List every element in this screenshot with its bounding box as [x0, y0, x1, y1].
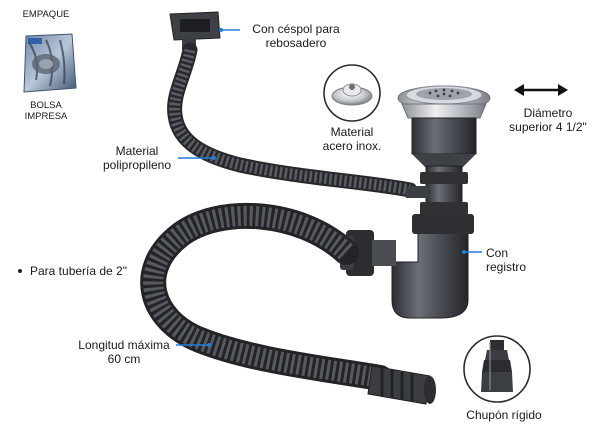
package-bag-icon — [23, 33, 77, 93]
drain-cap-icon — [323, 64, 381, 122]
label-cespol-2: rebosadero — [265, 36, 327, 50]
label-registro-2: registro — [486, 260, 527, 274]
label-material-1: Material — [115, 144, 159, 158]
label-longitud-1: Longitud máxima — [78, 338, 170, 352]
label-acero-2: acero inox. — [322, 139, 382, 153]
label-material-2: polipropileno — [102, 158, 172, 172]
bullet-dot — [18, 269, 22, 273]
overflow-hose-corrugation — [169, 48, 412, 196]
label-longitud-2: 60 cm — [107, 352, 141, 366]
hose-end — [367, 365, 436, 405]
label-diametro-2: superior 4 1/2" — [509, 120, 587, 134]
main-hose-corrugation — [143, 205, 382, 388]
overflow-box — [169, 11, 221, 50]
leader-lines — [176, 28, 482, 347]
label-cespol-1: Con céspol para — [252, 22, 340, 36]
p-trap — [340, 214, 474, 319]
label-chupon: Chupón rígido — [466, 408, 542, 422]
label-bolsa-1: BOLSA — [30, 100, 62, 111]
label-registro-1: Con — [486, 246, 509, 260]
label-bolsa-2: IMPRESA — [24, 111, 68, 122]
label-acero-1: Material — [330, 125, 374, 139]
chupon-icon — [463, 335, 531, 403]
vertical-pipe — [406, 165, 468, 223]
drain-strainer — [397, 85, 491, 168]
label-tuberia: Para tubería de 2" — [30, 264, 127, 278]
label-diametro-1: Diámetro — [523, 106, 573, 120]
label-empaque: EMPAQUE — [22, 9, 70, 20]
double-arrow-icon — [514, 84, 568, 96]
